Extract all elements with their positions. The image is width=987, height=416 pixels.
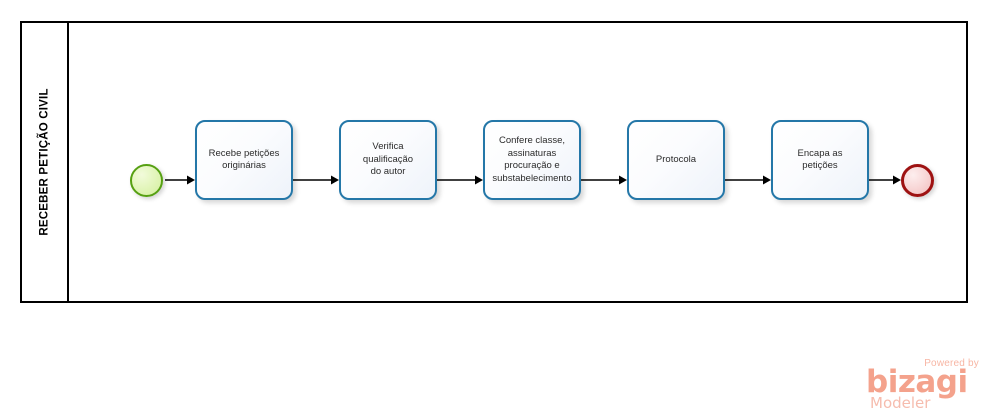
logo-powered-by-text: Powered by	[924, 358, 979, 369]
sequence-flow-6	[869, 175, 901, 185]
lane-title: RECEBER PETIÇÃO CIVIL	[38, 88, 51, 236]
sequence-flow-2	[293, 175, 339, 185]
sequence-flow-3	[437, 175, 483, 185]
task-recebe-peticoes[interactable]: Recebe petições originárias	[195, 120, 293, 200]
task-label: Verifica qualificação do autor	[362, 141, 414, 178]
task-confere-classe[interactable]: Confere classe, assinaturas procuração e…	[483, 120, 581, 200]
logo-edition-text: Modeler	[870, 394, 931, 412]
end-event[interactable]	[901, 164, 934, 197]
sequence-flow-5	[725, 175, 771, 185]
sequence-flow-4	[581, 175, 627, 185]
process-pool: RECEBER PETIÇÃO CIVIL Recebe petições or…	[20, 21, 968, 303]
task-label: Protocola	[655, 153, 697, 165]
task-label: Confere classe, assinaturas procuração e…	[492, 135, 572, 184]
task-protocola[interactable]: Protocola	[627, 120, 725, 200]
task-encapa-peticoes[interactable]: Encapa as petições	[771, 120, 869, 200]
pool-lane: RECEBER PETIÇÃO CIVIL Recebe petições or…	[22, 23, 966, 301]
start-event[interactable]	[130, 164, 163, 197]
sequence-flow-1	[165, 175, 195, 185]
bizagi-logo: Powered by bizagi Modeler	[866, 358, 981, 412]
task-verifica-qualificacao[interactable]: Verifica qualificação do autor	[339, 120, 437, 200]
task-label: Encapa as petições	[797, 147, 843, 172]
lane-body: Recebe petições originárias Verifica qua…	[69, 23, 966, 301]
logo-wordmark: bizagi	[866, 364, 968, 400]
task-label: Recebe petições originárias	[208, 147, 280, 172]
lane-header: RECEBER PETIÇÃO CIVIL	[22, 23, 69, 301]
